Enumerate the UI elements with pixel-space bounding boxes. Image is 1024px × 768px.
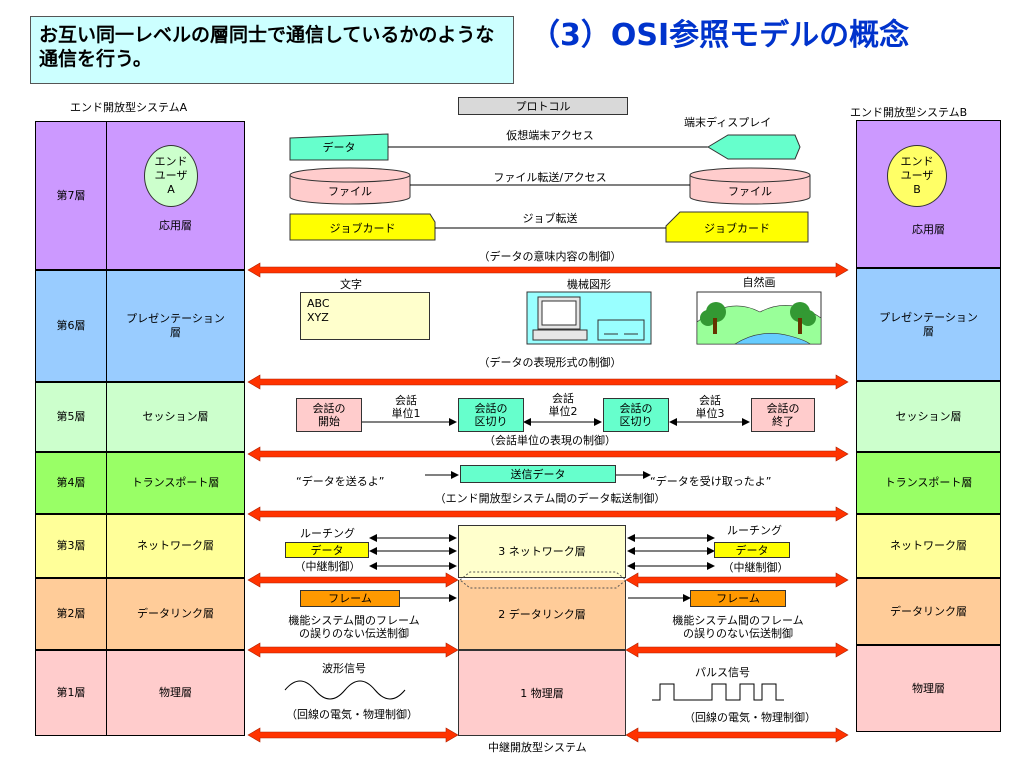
l3-routing-a: ルーチング <box>300 527 355 540</box>
l3-data-a: データ <box>285 542 369 558</box>
system-a-layer-name: プレゼンテーション 層 <box>106 270 245 382</box>
l5-control-label: （会話単位の表現の制御） <box>484 434 616 447</box>
system-b-label: エンド開放型システムB <box>850 106 968 119</box>
jobcard-b-label: ジョブカード <box>704 222 770 235</box>
l6-text-label: 文字 <box>340 278 362 291</box>
session-unit2-label: 会話 単位2 <box>548 392 578 418</box>
file-a-label: ファイル <box>328 185 372 198</box>
relay-boundary-dashed <box>459 571 627 589</box>
jobcard-a-label: ジョブカード <box>329 222 396 235</box>
l1-control-b: （回線の電気・物理制御） <box>684 711 816 724</box>
system-a-layer-name: データリンク層 <box>106 578 245 650</box>
system-a-layer-name: トランスポート層 <box>106 452 245 514</box>
l7-job-transfer-label: ジョブ転送 <box>522 212 578 225</box>
session-sep-box-2: 会話の 区切り <box>603 398 669 432</box>
pulse-signal-label: パルス信号 <box>695 666 750 679</box>
l3-l2-left-arrow <box>247 572 459 588</box>
jobcard-b <box>665 211 809 243</box>
system-a-layer-num: 第7層 <box>35 121 107 270</box>
session-unit3-label: 会話 単位3 <box>695 394 725 420</box>
session-end-box: 会話の 終了 <box>751 398 815 432</box>
system-a-layer-num: 第6層 <box>35 270 107 382</box>
l2-desc-a: 機能システム間のフレーム の誤りのない伝送制御 <box>288 614 420 640</box>
wave-signal-label: 波形信号 <box>322 662 366 675</box>
session-unit1-label: 会話 単位1 <box>391 394 421 420</box>
l2-frame-a: フレーム <box>300 590 400 607</box>
l3-relay-ctrl-a: （中継制御） <box>294 560 361 573</box>
session-start-box: 会話の 開始 <box>296 398 362 432</box>
l3-network-arrows <box>369 534 715 570</box>
l4-tx-data-box: 送信データ <box>460 465 616 483</box>
l4-recv-text: “データを受け取ったよ” <box>650 475 772 488</box>
relay-physical-layer: 1 物理層 <box>458 650 626 736</box>
l2-frame-b: フレーム <box>690 590 786 607</box>
l6-text-box: ABC XYZ <box>300 292 430 340</box>
system-b-layer-name: プレゼンテーション 層 <box>856 268 1001 381</box>
system-a-layer-name: ネットワーク層 <box>106 514 245 578</box>
system-a-layer-num: 第5層 <box>35 382 107 452</box>
l6-mech-label: 機械図形 <box>567 278 611 291</box>
l7-data-shape <box>289 133 389 161</box>
page-subtitle: お互い同一レベルの層同士で通信しているかのような通信を行う。 <box>30 16 514 84</box>
system-b-layer-name: データリンク層 <box>856 578 1001 645</box>
l7-file-transfer-label: ファイル転送/アクセス <box>493 171 607 184</box>
l3-data-b: データ <box>714 542 790 558</box>
nature-image <box>696 291 822 345</box>
l6-l5-boundary-arrow <box>247 374 849 390</box>
relay-network-layer: 3 ネットワーク層 <box>458 525 626 578</box>
terminal-display-shape <box>707 134 801 160</box>
file-b-label: ファイル <box>728 185 772 198</box>
l1-bottom-right-arrow <box>625 727 849 743</box>
file-cylinder-a <box>289 167 411 205</box>
l1-bottom-left-arrow <box>247 727 459 743</box>
l7-data-label: データ <box>322 141 356 154</box>
end-user-b: エンド ユーザ B <box>887 145 947 207</box>
relay-system-label: 中継開放型システム <box>488 741 587 754</box>
l4-control-label: （エンド開放型システム間のデータ転送制御） <box>434 492 666 505</box>
page-title: （3）OSI参照モデルの概念 <box>530 18 910 53</box>
red-arrows <box>247 262 849 743</box>
end-user-a: エンド ユーザ A <box>144 145 198 207</box>
session-sep-box-1: 会話の 区切り <box>458 398 524 432</box>
system-a-label: エンド開放型システムA <box>70 101 188 114</box>
l6-control-label: （データの表現形式の制御） <box>478 356 622 369</box>
jobcard-a <box>289 213 436 241</box>
l5-l4-boundary-arrow <box>247 446 849 462</box>
l3-relay-ctrl-b: （中継制御） <box>722 561 789 574</box>
l4-l3-boundary-arrow <box>247 506 849 522</box>
l2-l1-left-arrow <box>247 642 459 658</box>
system-a-layer-num: 第4層 <box>35 452 107 514</box>
protocol-label: プロトコル <box>458 97 628 115</box>
end-user-a-label: エンド ユーザ A <box>154 155 188 196</box>
system-a-layer-num: 第3層 <box>35 514 107 578</box>
pulse-signal <box>652 683 784 701</box>
terminal-display-label: 端末ディスプレイ <box>684 116 772 129</box>
wave-signal <box>284 680 406 700</box>
l4-send-text: “データを送るよ” <box>296 475 385 488</box>
system-a-layer-name: 物理層 <box>106 650 245 736</box>
system-a-layer-name: セッション層 <box>106 382 245 452</box>
system-b-layer-name: トランスポート層 <box>856 452 1001 514</box>
l2-l1-right-arrow <box>625 642 849 658</box>
l7-l6-boundary-arrow <box>247 262 849 278</box>
system-b-layer-name: 物理層 <box>856 645 1001 732</box>
end-user-b-label: エンド ユーザ B <box>900 155 934 196</box>
l7-control-label: （データの意味内容の制御） <box>478 250 622 263</box>
system-b-layer-name: ネットワーク層 <box>856 514 1001 578</box>
system-b-layer-name: セッション層 <box>856 381 1001 452</box>
system-a-layer-num: 第1層 <box>35 650 107 736</box>
system-a-layer-num: 第2層 <box>35 578 107 650</box>
l3-routing-b: ルーチング <box>727 524 782 537</box>
l7-vterm-label: 仮想端末アクセス <box>506 129 594 142</box>
l3-l2-right-arrow <box>625 572 849 588</box>
l2-desc-b: 機能システム間のフレーム の誤りのない伝送制御 <box>672 614 804 640</box>
file-cylinder-b <box>689 167 811 205</box>
l6-nature-label: 自然画 <box>742 276 776 289</box>
computer-image <box>526 291 652 345</box>
l1-control-a: （回線の電気・物理制御） <box>286 708 418 721</box>
relay-datalink-layer: 2 データリンク層 <box>458 580 626 650</box>
